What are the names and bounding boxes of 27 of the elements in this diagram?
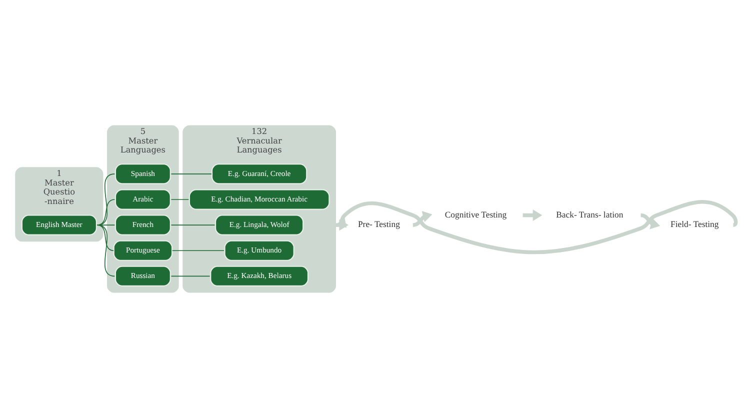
node-box: Arabic: [114, 188, 171, 210]
connector: [96, 224, 116, 276]
node-box: Portuguese: [113, 240, 173, 260]
connector: [170, 224, 216, 225]
connector: [96, 224, 114, 250]
connector: [170, 198, 190, 200]
node-box: E.g. Lingala, Wolof: [215, 214, 304, 235]
connector: [96, 173, 116, 225]
node-box: E.g. Umbundo: [224, 240, 294, 260]
node-box: English Master: [21, 214, 97, 235]
connector: [170, 173, 212, 174]
node-text: Field- Testing: [670, 218, 719, 229]
connector: [96, 198, 116, 225]
node-text: Pre- Testing: [358, 218, 400, 229]
arrow: [412, 210, 432, 226]
arrow: [640, 212, 660, 229]
node-box: Russian: [114, 265, 171, 286]
node-box: Spanish: [114, 163, 171, 184]
node-box: E.g. Kazakh, Belarus: [210, 265, 309, 286]
arrow: [522, 209, 542, 220]
connector: [170, 275, 210, 276]
node-text: Cognitive Testing: [444, 208, 507, 219]
node-text: Back- Trans- lation: [556, 208, 624, 219]
node-box: E.g. Chadian, Moroccan Arabic: [188, 188, 330, 210]
connector: [96, 224, 116, 225]
node-box: E.g. Guaraní, Creole: [211, 163, 308, 184]
node-box: French: [114, 214, 171, 235]
